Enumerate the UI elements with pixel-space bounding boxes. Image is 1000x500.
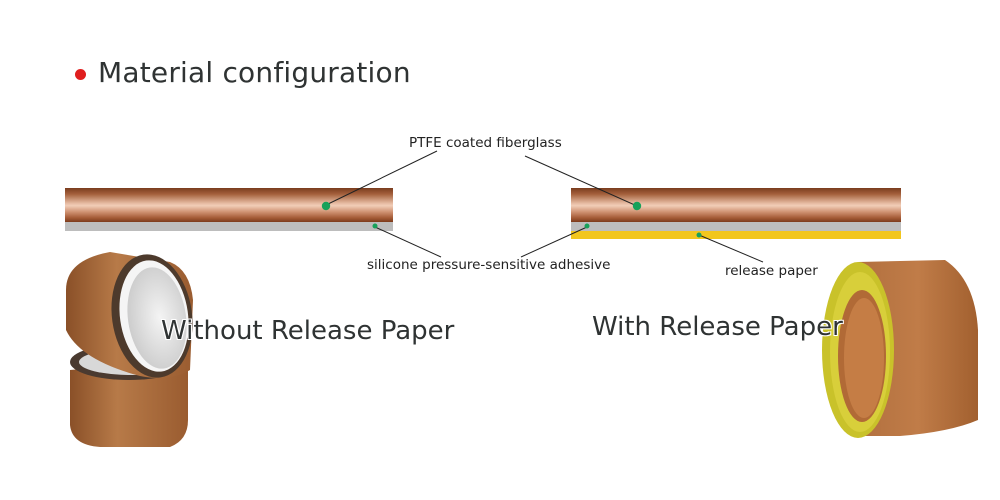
page-title: Material configuration: [98, 56, 411, 89]
with-release-paper-caption: With Release Paper: [592, 312, 843, 342]
ptfe-marker-right: [632, 201, 642, 211]
left-ptfe-layer: [65, 188, 393, 222]
without-release-paper-caption: Without Release Paper: [161, 316, 455, 346]
ptfe-leader-left: [325, 150, 438, 206]
right-adhesive-layer: [571, 222, 901, 231]
ptfe-leader-right: [524, 155, 638, 207]
red-bullet-icon: [75, 68, 86, 80]
section-heading: Material configuration: [75, 56, 411, 89]
release-paper-marker: [696, 232, 702, 238]
top-tape-roll: [66, 252, 193, 378]
release-paper-label: release paper: [725, 263, 818, 279]
right-release-paper-layer: [571, 231, 901, 239]
right-ptfe-layer: [571, 188, 901, 222]
adhesive-leader-right: [520, 226, 588, 258]
ptfe-label: PTFE coated fiberglass: [409, 135, 562, 151]
ptfe-marker-left: [321, 201, 331, 211]
adhesive-label: silicone pressure-sensitive adhesive: [367, 257, 611, 273]
right-tape-roll: [822, 260, 978, 438]
adhesive-leader-left: [374, 226, 442, 258]
adhesive-marker-left: [372, 223, 378, 229]
release-paper-leader: [698, 234, 764, 263]
left-adhesive-layer: [65, 222, 393, 231]
adhesive-marker-right: [584, 223, 590, 229]
